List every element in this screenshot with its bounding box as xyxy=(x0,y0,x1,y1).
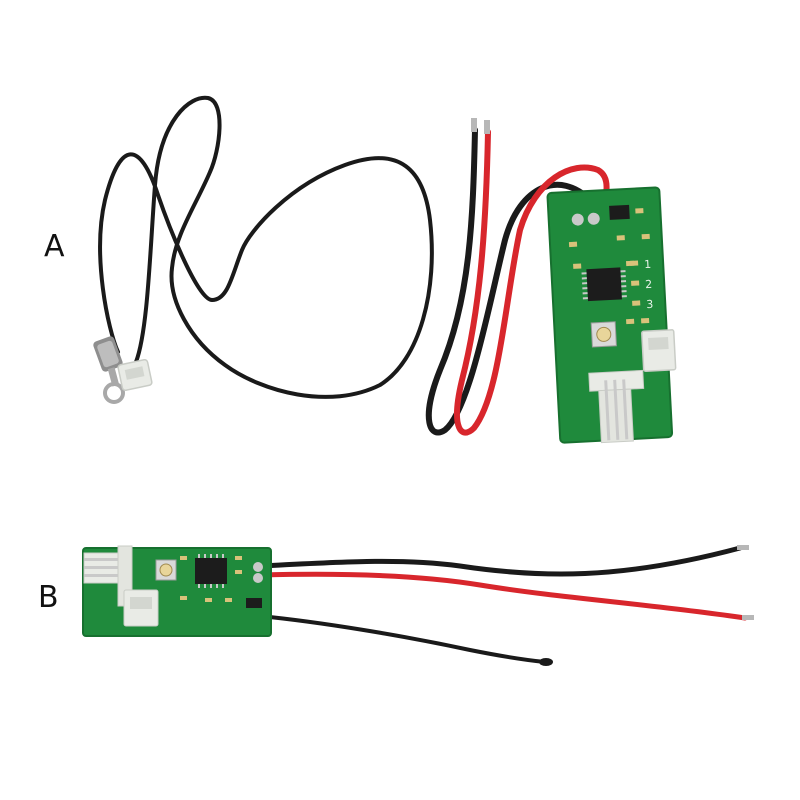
fan-connector-icon xyxy=(641,329,677,372)
pcb-module-b xyxy=(82,545,272,637)
silk-1: 1 xyxy=(644,258,652,271)
silk-2: 2 xyxy=(645,278,653,291)
item-label-b: B xyxy=(38,580,59,615)
power-wire-black-b xyxy=(259,545,743,577)
power-wire-red-b xyxy=(259,571,748,621)
power-wire-red-a xyxy=(454,129,610,436)
item-label-a: A xyxy=(44,229,65,264)
pcb-module-icon: 1 2 3 xyxy=(546,186,677,444)
potentiometer-icon xyxy=(590,321,617,348)
probe-connector xyxy=(117,358,153,392)
chip-icon xyxy=(581,267,627,302)
power-wire-black-a xyxy=(425,127,593,436)
item-b xyxy=(82,545,754,666)
thermistor-tip xyxy=(539,658,553,666)
thermistor-cable-a xyxy=(98,95,434,399)
fan-header xyxy=(588,369,645,444)
thermistor-probe-icon xyxy=(93,336,125,404)
item-a: 1 2 3 xyxy=(93,95,677,444)
silk-3: 3 xyxy=(646,298,654,311)
